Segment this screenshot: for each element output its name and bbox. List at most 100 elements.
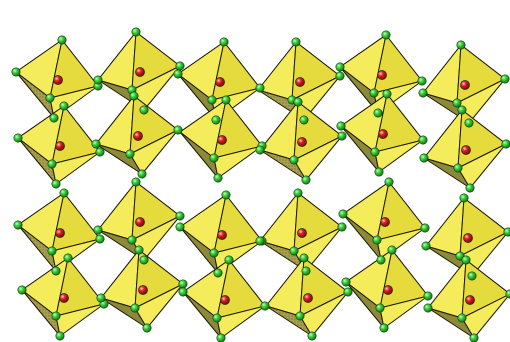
oxygen-atom [93, 75, 103, 85]
oxygen-atom [381, 30, 391, 40]
oxygen-atom [417, 76, 427, 86]
octahedron-face [461, 293, 510, 339]
oxygen-atom [418, 135, 428, 145]
oxygen-atom [301, 175, 311, 185]
metal-atom [220, 295, 230, 305]
oxygen-atom [59, 188, 69, 198]
oxygen-atom [47, 159, 57, 169]
oxygen-atom [139, 255, 149, 265]
oxygen-atom [211, 115, 221, 125]
oxygen-atom [129, 91, 139, 101]
oxygen-atom [213, 268, 223, 278]
oxygen-atom [216, 333, 226, 342]
oxygen-atom [51, 311, 61, 321]
oxygen-atom [13, 220, 23, 230]
oxygen-atom [375, 303, 385, 313]
oxygen-atom [134, 245, 144, 255]
oxygen-atom [337, 222, 347, 232]
oxygen-atom [419, 153, 429, 163]
oxygen-atom [255, 145, 265, 155]
octahedron-face [134, 283, 184, 329]
oxygen-atom [501, 139, 510, 149]
oxygen-atom [289, 155, 299, 165]
octahedron-face [129, 129, 179, 175]
metal-atom [377, 70, 387, 80]
oxygen-atom [127, 235, 137, 245]
oxygen-atom [382, 89, 392, 99]
oxygen-atom [374, 167, 384, 177]
oxygen-atom [55, 331, 65, 341]
oxygen-atom [131, 27, 141, 37]
oxygen-atom [93, 225, 103, 235]
oxygen-atom [500, 74, 510, 84]
oxygen-atom [418, 88, 428, 98]
octahedron-face [216, 305, 266, 339]
oxygen-atom [336, 121, 346, 131]
octahedron-face [55, 303, 105, 337]
oxygen-atom [213, 173, 223, 183]
metal-atom [463, 233, 473, 243]
oxygen-atom [456, 40, 466, 50]
oxygen-atom [341, 277, 351, 287]
oxygen-atom [343, 287, 353, 297]
oxygen-atom [221, 190, 231, 200]
oxygen-atom [421, 241, 431, 251]
oxygen-atom [125, 149, 135, 159]
oxygen-atom [137, 169, 147, 179]
metal-atom [383, 285, 393, 295]
oxygen-atom [293, 97, 303, 107]
oxygen-atom [91, 139, 101, 149]
metal-atom [138, 285, 148, 295]
oxygen-atom [130, 303, 140, 313]
oxygen-atom [175, 222, 185, 232]
metal-atom [295, 77, 305, 87]
oxygen-atom [255, 236, 265, 246]
oxygen-atom [335, 71, 345, 81]
oxygen-atom [219, 37, 229, 47]
metal-atom [465, 295, 475, 305]
oxygen-atom [452, 98, 462, 108]
oxygen-atom [469, 333, 479, 342]
oxygen-atom [209, 153, 219, 163]
metal-atom [215, 77, 225, 87]
oxygen-atom [51, 179, 61, 189]
oxygen-atom [335, 62, 345, 72]
octahedron-face [293, 135, 343, 181]
oxygen-atom [142, 323, 152, 333]
oxygen-atom [11, 67, 21, 77]
oxygen-atom [59, 101, 69, 111]
oxygen-atom [376, 255, 386, 265]
metal-atom [378, 129, 388, 139]
oxygen-atom [307, 331, 317, 341]
oxygen-atom [420, 223, 430, 233]
oxygen-atom [13, 133, 23, 143]
oxygen-atom [457, 313, 467, 323]
oxygen-atom [503, 227, 510, 237]
oxygen-atom [384, 177, 394, 187]
oxygen-atom [299, 115, 309, 125]
oxygen-atom [139, 105, 149, 115]
oxygen-atom [96, 293, 106, 303]
octahedron-face [457, 143, 507, 189]
oxygen-atom [293, 188, 303, 198]
oxygen-atom [464, 118, 474, 128]
oxygen-atom [373, 108, 383, 118]
oxygen-atom [178, 287, 188, 297]
oxygen-atom [370, 147, 380, 157]
oxygen-atom [338, 209, 348, 219]
metal-atom [55, 228, 65, 238]
octahedron-face [299, 291, 349, 337]
octahedron-face [379, 295, 429, 329]
octahedron-face [51, 151, 101, 185]
oxygen-atom [387, 245, 397, 255]
metal-atom [460, 80, 470, 90]
oxygen-atom [260, 301, 270, 311]
oxygen-atom [224, 255, 234, 265]
oxygen-atom [453, 163, 463, 173]
oxygen-atom [291, 37, 301, 47]
oxygen-atom [467, 271, 477, 281]
metal-atom [55, 141, 65, 151]
oxygen-atom [289, 246, 299, 256]
oxygen-atom [423, 291, 433, 301]
